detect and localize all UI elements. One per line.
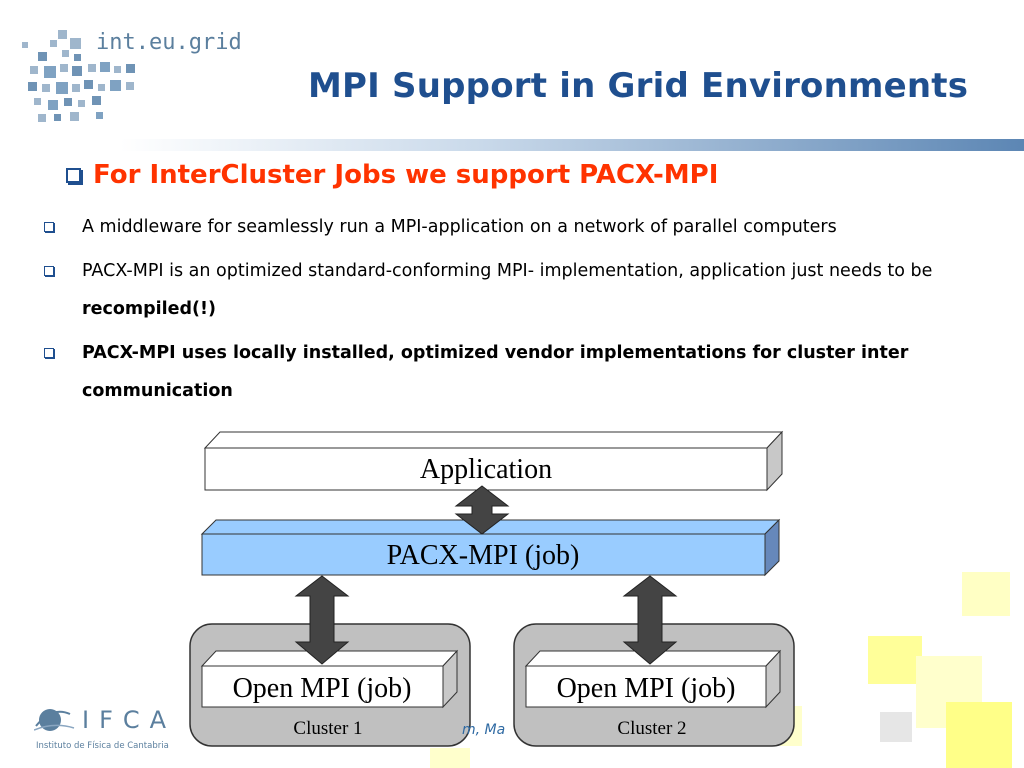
slide-title: MPI Support in Grid Environments	[308, 66, 969, 106]
ifca-subtitle: Instituto de Física de Cantabria	[36, 741, 169, 751]
bullet-text: A middleware for seamlessly run a MPI-ap…	[82, 217, 837, 237]
checkbox-bullet-icon	[66, 167, 81, 183]
pacx-mpi-box	[200, 518, 781, 577]
bullet-item: A middleware for seamlessly run a MPI-ap…	[44, 208, 984, 246]
subheading: For InterCluster Jobs we support PACX-MP…	[66, 160, 718, 190]
cluster-1-label: Cluster 1	[293, 718, 362, 739]
bullet-text-bold: recompiled(!)	[82, 299, 217, 319]
open-mpi-box-1	[200, 649, 459, 709]
bullet-text-plain: PACX-MPI is an optimized standard-confor…	[82, 261, 933, 281]
subheading-text: For InterCluster Jobs we support PACX-MP…	[93, 160, 719, 190]
checkbox-bullet-icon	[44, 266, 54, 276]
checkbox-bullet-icon	[44, 348, 54, 358]
double-arrow-icon	[622, 575, 678, 665]
bullet-text: PACX-MPI uses locally installed, optimiz…	[82, 343, 909, 401]
application-box	[203, 430, 784, 492]
title-underline-bar	[120, 139, 1024, 151]
bullet-item: PACX-MPI is an optimized standard-confor…	[44, 252, 984, 328]
open-mpi-1-label: Open MPI (job)	[233, 673, 412, 704]
logo-text: int.eu.grid	[96, 30, 242, 55]
int-eu-grid-logo	[22, 30, 135, 122]
ifca-logo-icon	[34, 709, 75, 731]
double-arrow-icon	[454, 485, 510, 535]
open-mpi-2-label: Open MPI (job)	[557, 673, 736, 704]
checkbox-bullet-icon	[44, 222, 54, 232]
bullet-text: PACX-MPI is an optimized standard-confor…	[82, 252, 984, 328]
pacx-mpi-label: PACX-MPI (job)	[387, 540, 580, 571]
cluster-2-label: Cluster 2	[617, 718, 686, 739]
footer-partial-text: m, Ma	[462, 722, 506, 738]
bullet-list: A middleware for seamlessly run a MPI-ap…	[44, 208, 984, 410]
ifca-logo-text: IFCA	[82, 706, 177, 734]
open-mpi-box-2	[524, 649, 782, 709]
application-label: Application	[420, 454, 552, 485]
bullet-item: PACX-MPI uses locally installed, optimiz…	[44, 334, 984, 410]
double-arrow-icon	[294, 575, 350, 665]
